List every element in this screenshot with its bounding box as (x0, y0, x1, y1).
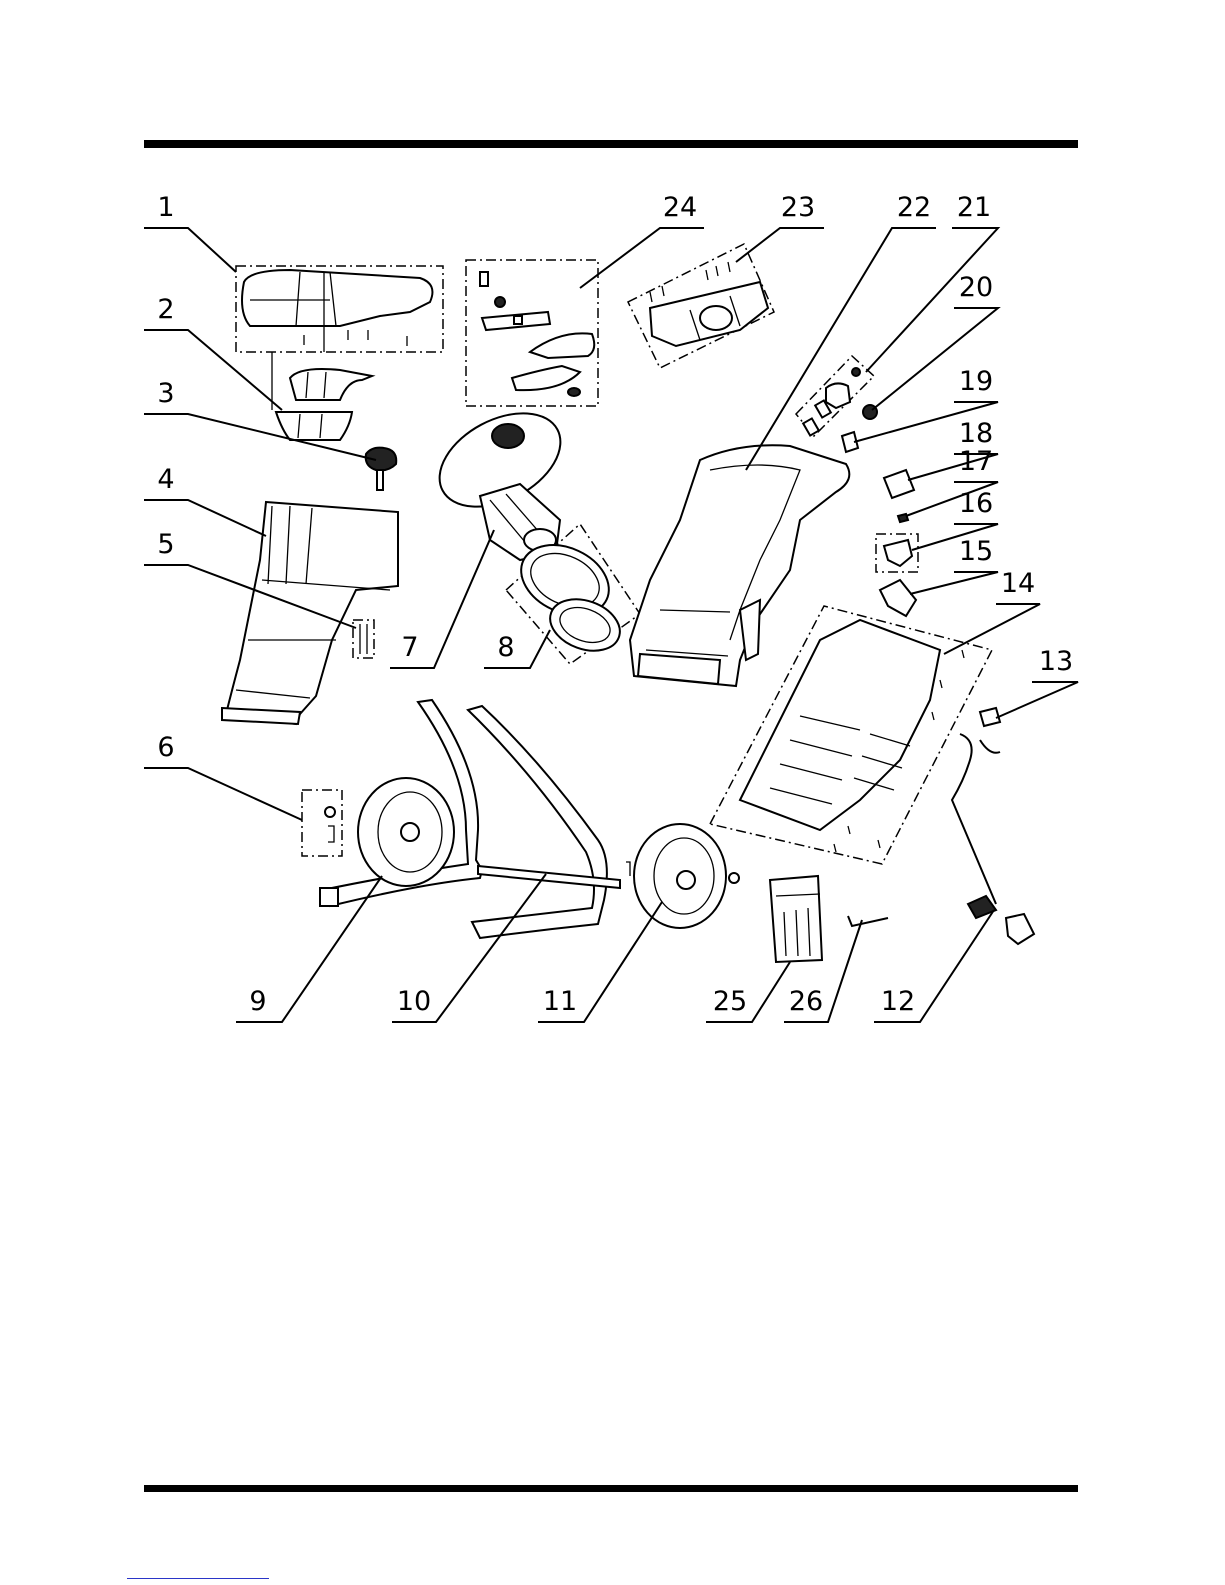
callout-number: 26 (789, 986, 823, 1017)
callout-number: 5 (157, 529, 174, 560)
callout-number: 3 (157, 378, 174, 409)
part-16-switch-box (876, 534, 918, 572)
callout-number: 19 (959, 366, 993, 397)
callout-22: 22 (746, 192, 936, 470)
callout-25: 25 (706, 962, 790, 1022)
callout-number: 9 (249, 986, 266, 1017)
callout-4: 4 (144, 464, 266, 536)
callout-number: 16 (959, 488, 993, 519)
callout-number: 21 (957, 192, 991, 223)
callout-13: 13 (996, 646, 1078, 718)
callout-8: 8 (484, 630, 550, 668)
callout-23: 23 (736, 192, 824, 262)
callout-number: 20 (959, 272, 993, 303)
part-2-flaps (272, 352, 372, 440)
callout-10: 10 (392, 874, 546, 1022)
callout-number: 7 (401, 632, 418, 663)
callout-number: 11 (543, 986, 577, 1017)
callout-number: 15 (959, 536, 993, 567)
part-3-knob (366, 448, 397, 490)
part-4-chute-housing (222, 502, 398, 724)
part-18-bracket (884, 470, 914, 498)
callout-number: 4 (157, 464, 174, 495)
callout-number: 17 (959, 446, 993, 477)
part-9-wheel-left (358, 778, 454, 886)
callout-number: 8 (497, 632, 514, 663)
callout-6: 6 (144, 732, 302, 820)
callout-number: 2 (157, 294, 174, 325)
callout-number: 6 (157, 732, 174, 763)
footer-link-underline[interactable] (127, 1578, 269, 1579)
part-5-screws (353, 620, 374, 658)
callout-number: 12 (881, 986, 915, 1017)
callout-number: 1 (157, 192, 174, 223)
part-15-connector (880, 580, 916, 616)
part-25-scoop (770, 876, 822, 962)
part-6-nut-pin (302, 790, 342, 856)
part-drawings (222, 244, 1034, 962)
callout-1: 1 (144, 192, 236, 272)
part-24-blade-assembly (466, 260, 598, 406)
part-7-motor (424, 394, 576, 560)
callout-number: 18 (959, 418, 993, 449)
part-23-cover-plate (628, 244, 774, 368)
callout-number: 22 (897, 192, 931, 223)
callout-number: 25 (713, 986, 747, 1017)
callout-7: 7 (390, 530, 494, 668)
callout-number: 24 (663, 192, 697, 223)
callout-12: 12 (874, 910, 994, 1022)
part-11-wheel-right (626, 824, 739, 928)
callout-15: 15 (910, 536, 998, 594)
callout-number: 23 (781, 192, 815, 223)
callout-number: 10 (397, 986, 431, 1017)
callout-number: 14 (1001, 568, 1035, 599)
part-26-hex-key (848, 916, 888, 926)
callout-number: 13 (1039, 646, 1073, 677)
part-1-hopper-cover (236, 266, 443, 352)
bottom-rule (144, 1485, 1078, 1492)
